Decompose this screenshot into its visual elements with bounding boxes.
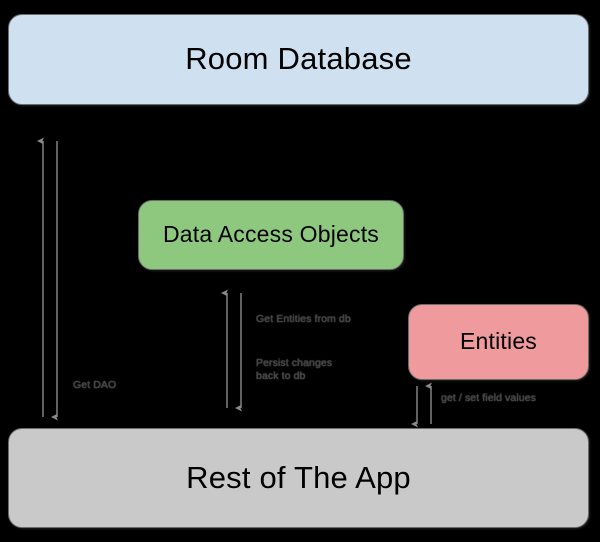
node-rest-of-the-app[interactable]: Rest of The App <box>8 428 589 528</box>
node-data-access-objects[interactable]: Data Access Objects <box>138 200 404 270</box>
edge-label-get-set-field-values: get / set field values <box>441 392 537 404</box>
edge-label-get-dao: Get DAO <box>73 379 117 391</box>
edge-label-persist-changes-back-to-db: Persist changes back to db <box>256 357 333 382</box>
node-entities-label: Entities <box>459 328 538 355</box>
node-entities[interactable]: Entities <box>408 304 589 380</box>
node-room-database-label: Room Database <box>185 41 412 77</box>
node-data-access-objects-label: Data Access Objects <box>163 221 379 248</box>
edge-label-get-entities-from-db: Get Entities from db <box>256 313 351 325</box>
node-room-database[interactable]: Room Database <box>8 14 589 105</box>
node-rest-of-the-app-label: Rest of The App <box>186 459 411 495</box>
